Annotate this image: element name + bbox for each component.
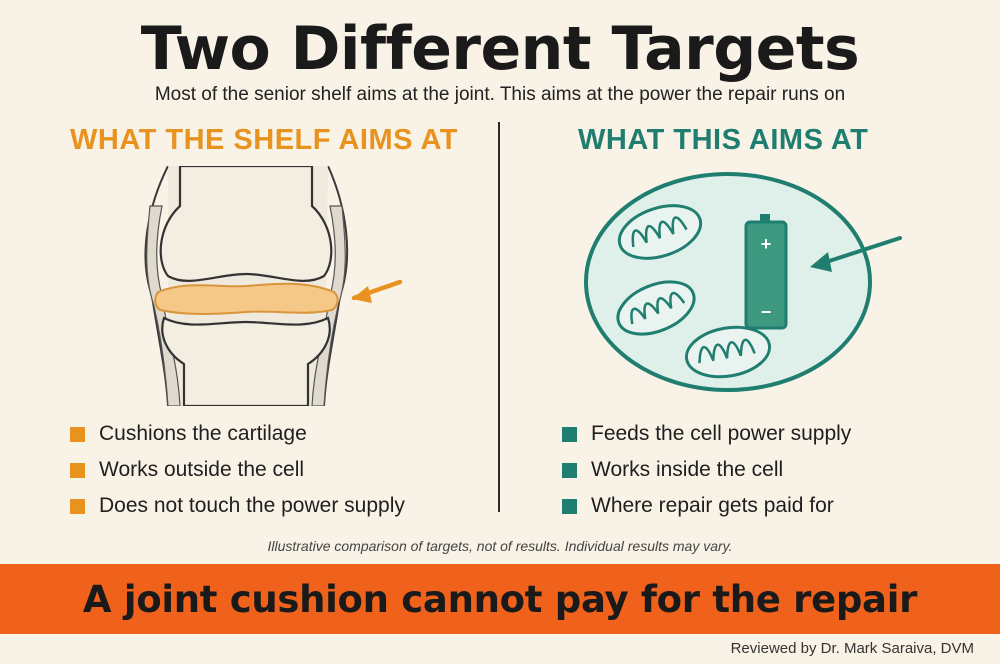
banner-text: A joint cushion cannot pay for the repai… <box>82 577 918 621</box>
battery-icon: + − <box>744 214 788 330</box>
bullet-square-icon <box>562 462 577 478</box>
page-title: Two Different Targets <box>140 14 860 84</box>
list-item: Feeds the cell power supply <box>562 416 851 452</box>
battery-minus: − <box>761 302 772 322</box>
left-column-heading: WHAT THE SHELF AIMS AT <box>70 124 458 156</box>
list-item: Does not touch the power supply <box>70 488 405 524</box>
list-item: Works outside the cell <box>70 452 405 488</box>
left-bullet-list: Cushions the cartilage Works outside the… <box>70 416 405 524</box>
battery-plus: + <box>761 234 772 254</box>
bottom-banner: A joint cushion cannot pay for the repai… <box>0 564 1000 634</box>
mitochondrion-icon <box>616 280 696 336</box>
cell-mitochondria-icon: + − <box>584 172 902 392</box>
bullet-square-icon <box>70 426 85 442</box>
bullet-square-icon <box>70 462 85 478</box>
knee-joint-illustration <box>128 164 418 411</box>
reviewed-by-credit: Reviewed by Dr. Mark Saraiva, DVM <box>730 640 974 657</box>
mitochondrion-icon <box>684 325 772 379</box>
list-item: Works inside the cell <box>562 452 851 488</box>
right-bullet-list: Feeds the cell power supply Works inside… <box>562 416 851 524</box>
mitochondrion-icon <box>617 204 703 260</box>
column-divider <box>498 122 500 512</box>
disclaimer-text: Illustrative comparison of targets, not … <box>267 538 733 554</box>
list-item: Where repair gets paid for <box>562 488 851 524</box>
cell-illustration: + − <box>578 170 908 405</box>
list-item: Cushions the cartilage <box>70 416 405 452</box>
bullet-square-icon <box>562 498 577 514</box>
page-subtitle: Most of the senior shelf aims at the joi… <box>154 84 846 105</box>
bullet-square-icon <box>70 498 85 514</box>
bullet-square-icon <box>562 426 577 442</box>
knee-joint-icon <box>144 164 403 408</box>
right-column-heading: WHAT THIS AIMS AT <box>578 124 869 156</box>
arrow-icon <box>818 236 902 266</box>
